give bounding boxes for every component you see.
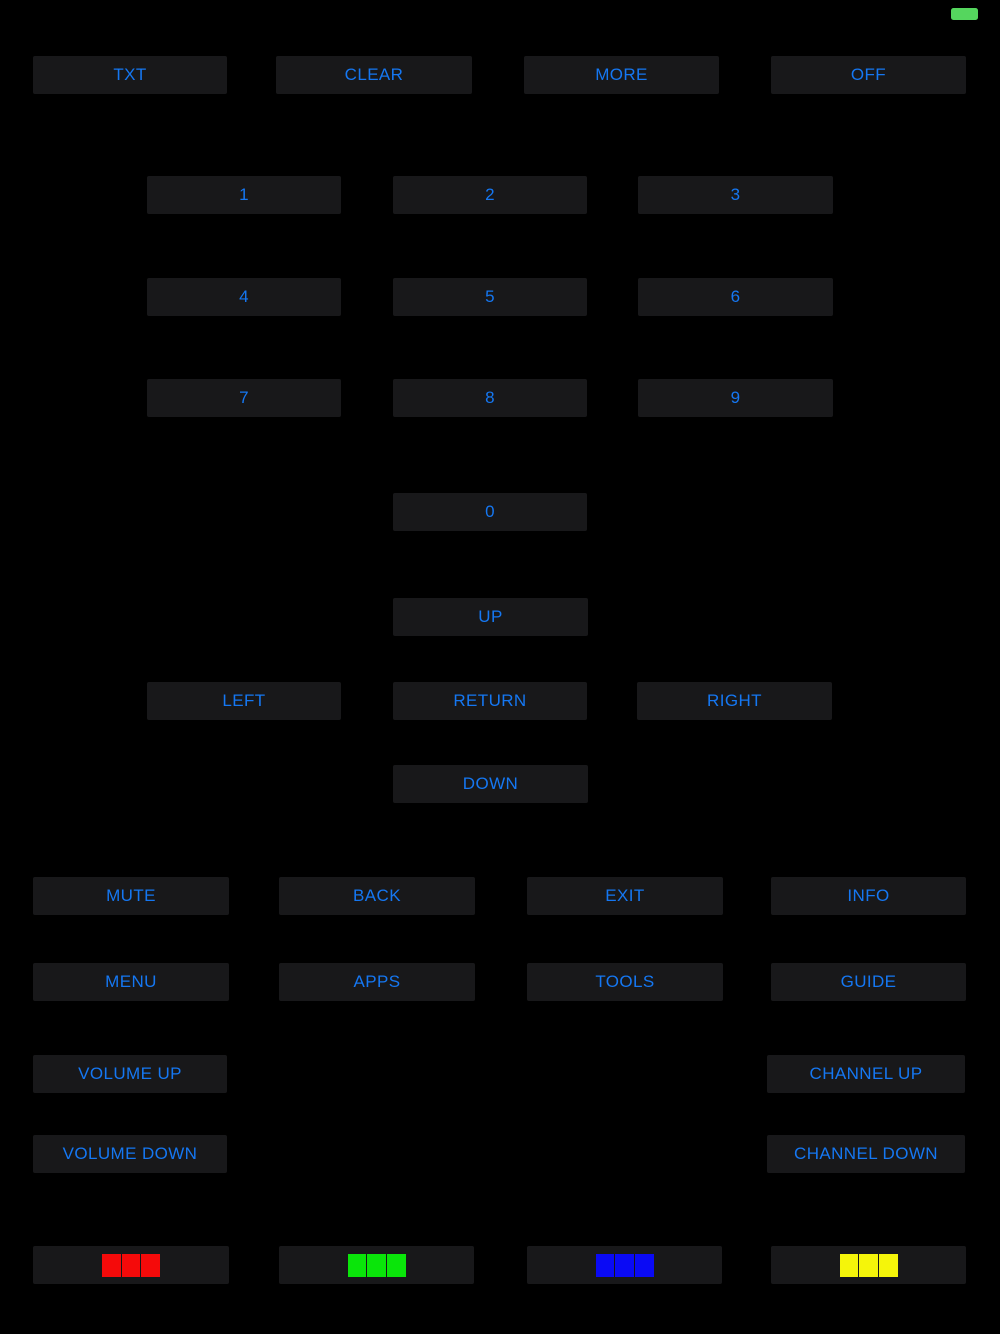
txt-button[interactable]: TXT [33,56,227,94]
volume-down-button[interactable]: VOLUME DOWN [33,1135,227,1173]
nav-return-button[interactable]: RETURN [393,682,587,720]
digit-0-button[interactable]: 0 [393,493,587,531]
digit-2-button[interactable]: 2 [393,176,587,214]
nav-left-button[interactable]: LEFT [147,682,341,720]
menu-button[interactable]: MENU [33,963,229,1001]
nav-right-button[interactable]: RIGHT [637,682,832,720]
digit-8-button[interactable]: 8 [393,379,587,417]
clear-button[interactable]: CLEAR [276,56,472,94]
digit-4-button[interactable]: 4 [147,278,341,316]
digit-1-button[interactable]: 1 [147,176,341,214]
nav-down-button[interactable]: DOWN [393,765,588,803]
channel-down-button[interactable]: CHANNEL DOWN [767,1135,965,1173]
blue-color-block-icon [595,1253,654,1277]
tools-button[interactable]: TOOLS [527,963,723,1001]
blue-color-button[interactable] [527,1246,722,1284]
digit-7-button[interactable]: 7 [147,379,341,417]
exit-button[interactable]: EXIT [527,877,723,915]
yellow-color-button[interactable] [771,1246,966,1284]
green-color-button[interactable] [279,1246,474,1284]
digit-3-button[interactable]: 3 [638,176,833,214]
digit-9-button[interactable]: 9 [638,379,833,417]
guide-button[interactable]: GUIDE [771,963,966,1001]
red-color-button[interactable] [33,1246,229,1284]
back-button[interactable]: BACK [279,877,475,915]
volume-up-button[interactable]: VOLUME UP [33,1055,227,1093]
digit-5-button[interactable]: 5 [393,278,587,316]
channel-up-button[interactable]: CHANNEL UP [767,1055,965,1093]
yellow-color-block-icon [839,1253,898,1277]
mute-button[interactable]: MUTE [33,877,229,915]
red-color-block-icon [102,1253,161,1277]
off-button[interactable]: OFF [771,56,966,94]
digit-6-button[interactable]: 6 [638,278,833,316]
more-button[interactable]: MORE [524,56,719,94]
info-button[interactable]: INFO [771,877,966,915]
battery-indicator-icon [951,8,978,20]
apps-button[interactable]: APPS [279,963,475,1001]
nav-up-button[interactable]: UP [393,598,588,636]
green-color-block-icon [347,1253,406,1277]
